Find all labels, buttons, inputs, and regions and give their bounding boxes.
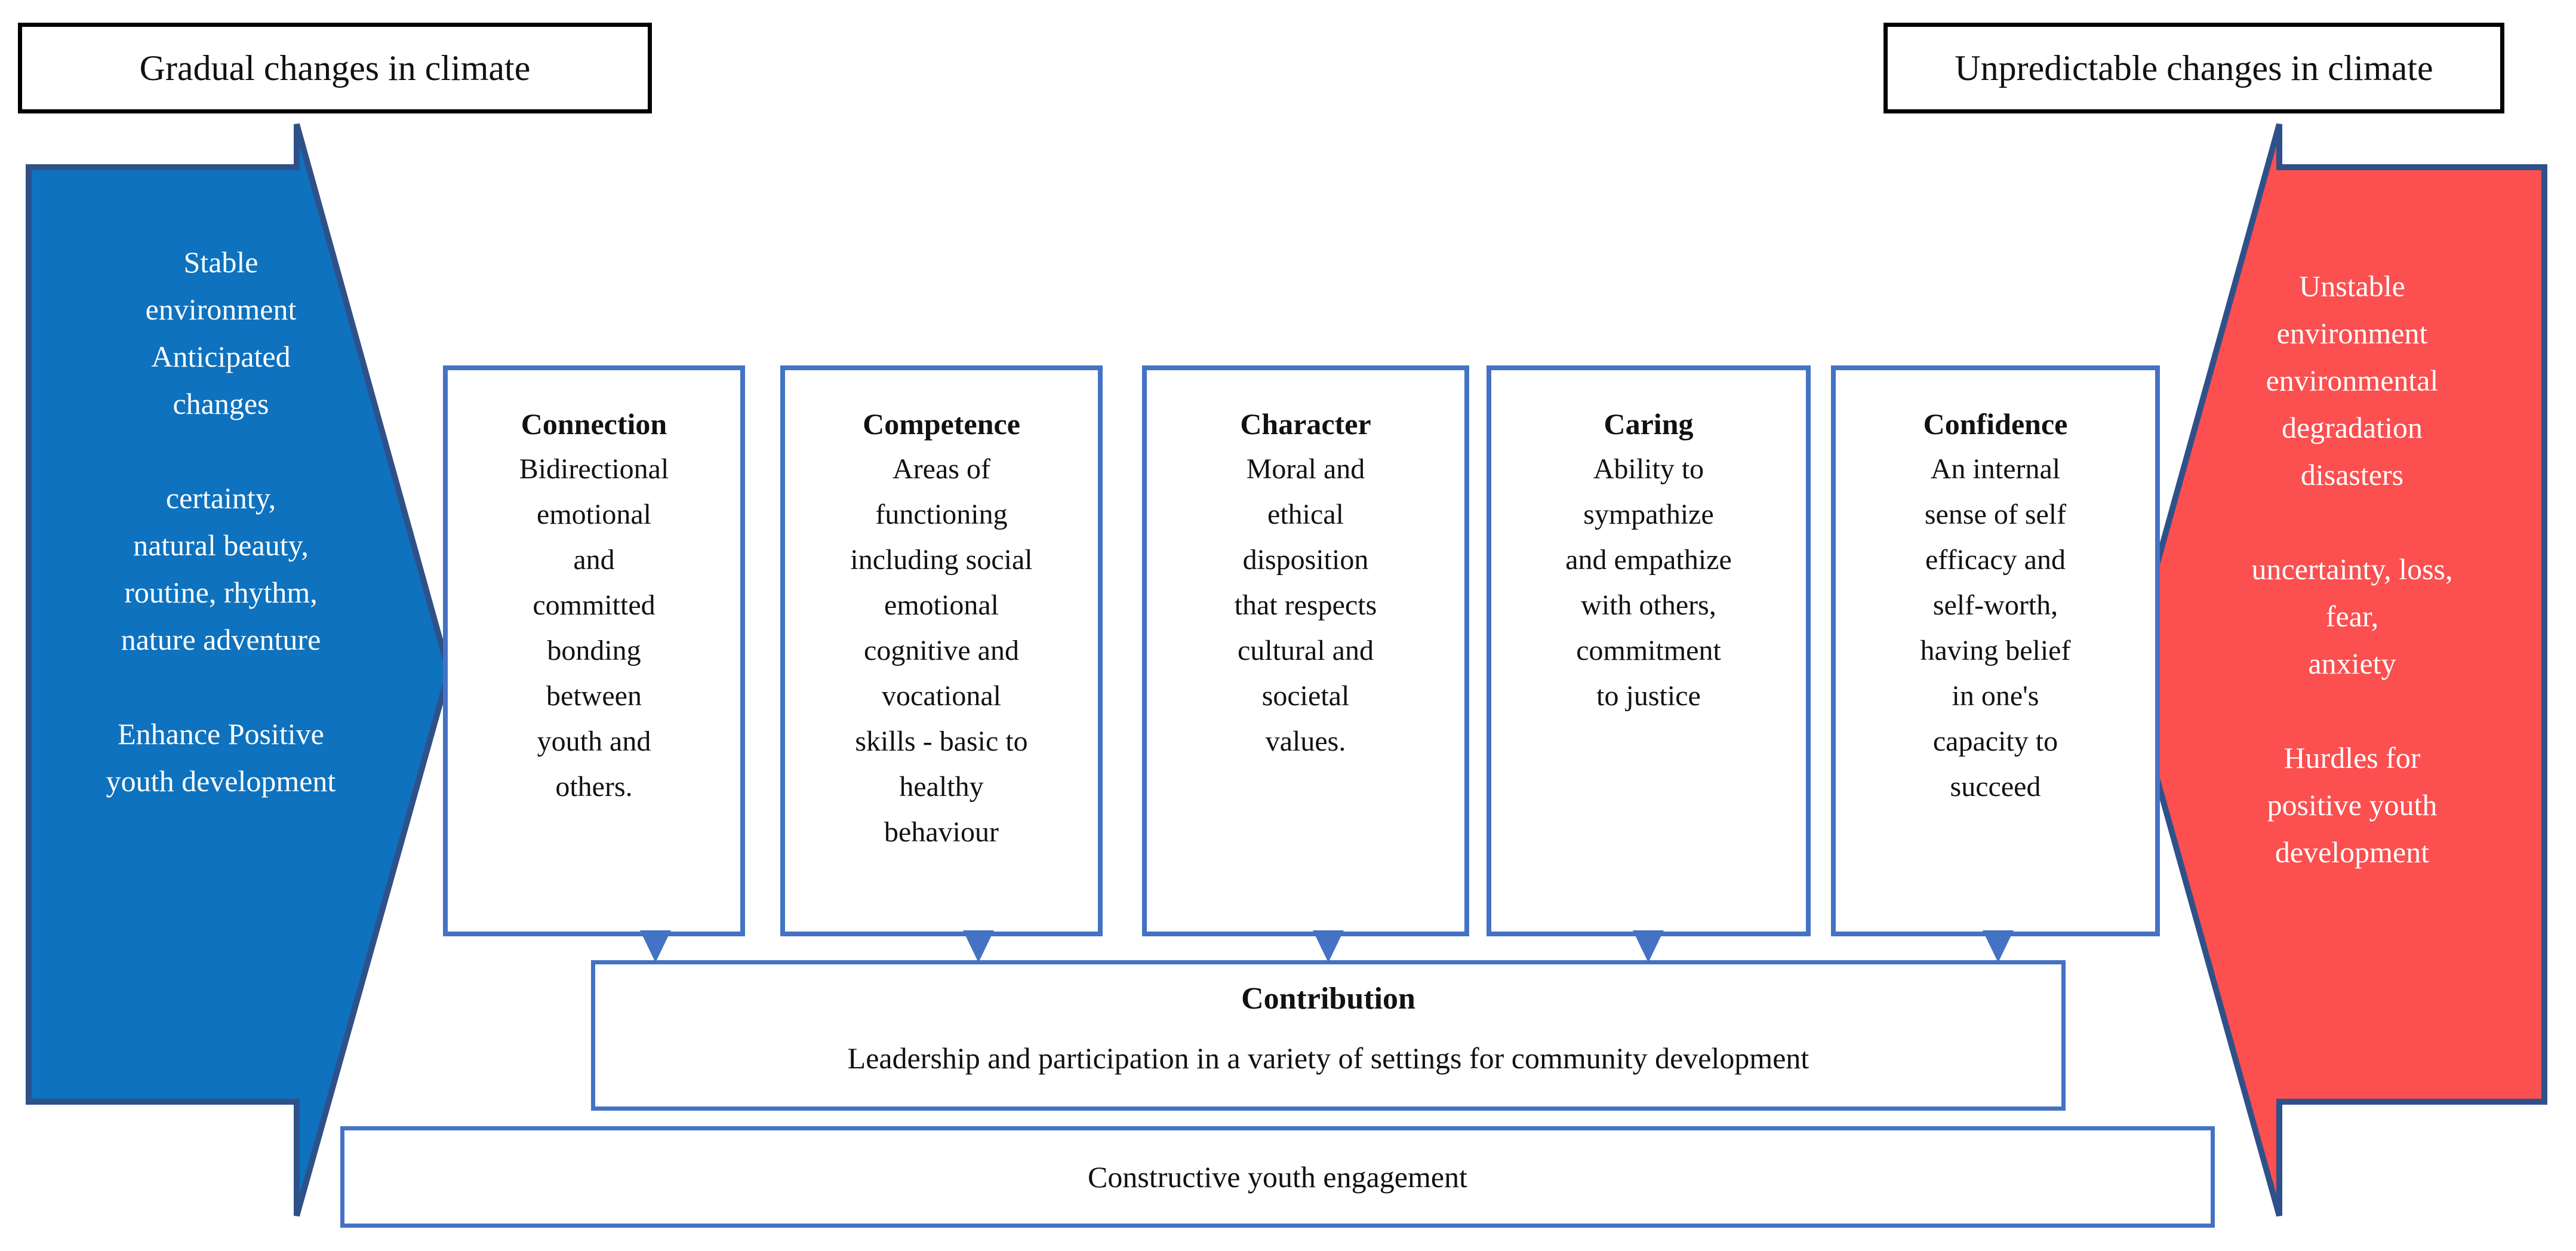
down-arrow-icon [1633,930,1664,963]
down-arrow-icon [1313,930,1344,963]
contribution-box: Contribution Leadership and participatio… [591,960,2066,1111]
character-title: Character [1240,407,1371,441]
down-arrow-icon [1983,930,2014,963]
connection-title: Connection [521,407,667,441]
down-arrow-icon [640,930,671,963]
stable-environment-arrow-text: Stable environment Anticipated changes c… [106,245,336,798]
character-body: Moral and ethical disposition that respe… [1234,453,1377,757]
constructive-youth-engagement-text: Constructive youth engagement [1088,1160,1467,1194]
character-box: Character Moral and ethical disposition … [1142,365,1469,936]
competence-body: Areas of functioning including social em… [850,453,1033,848]
gradual-changes-text: Gradual changes in climate [139,48,531,88]
constructive-youth-engagement-box: Constructive youth engagement [340,1126,2215,1228]
left-pointing-arrow-shape [2123,123,2547,1217]
unpredictable-changes-text: Unpredictable changes in climate [1955,48,2433,88]
caring-box: Caring Ability to sympathize and empathi… [1486,365,1811,936]
caring-title: Caring [1604,407,1694,441]
contribution-title: Contribution [1241,982,1415,1016]
connection-box: Connection Bidirectional emotional and c… [443,365,745,936]
confidence-box: Confidence An internal sense of self eff… [1831,365,2160,936]
competence-box: Competence Areas of functioning includin… [780,365,1103,936]
down-arrow-icon [963,930,994,963]
contribution-body: Leadership and participation in a variet… [847,1041,1809,1075]
connection-body: Bidirectional emotional and committed bo… [519,453,669,803]
unpredictable-changes-label: Unpredictable changes in climate [1883,23,2504,113]
gradual-changes-label: Gradual changes in climate [18,23,652,113]
right-pointing-arrow-shape [26,123,453,1217]
caring-body: Ability to sympathize and empathize with… [1565,453,1732,712]
competence-title: Competence [863,407,1020,441]
confidence-title: Confidence [1923,407,2068,441]
unstable-environment-arrow-text: Unstable environment environmental degra… [2251,269,2453,869]
confidence-body: An internal sense of self efficacy and s… [1920,453,2071,803]
